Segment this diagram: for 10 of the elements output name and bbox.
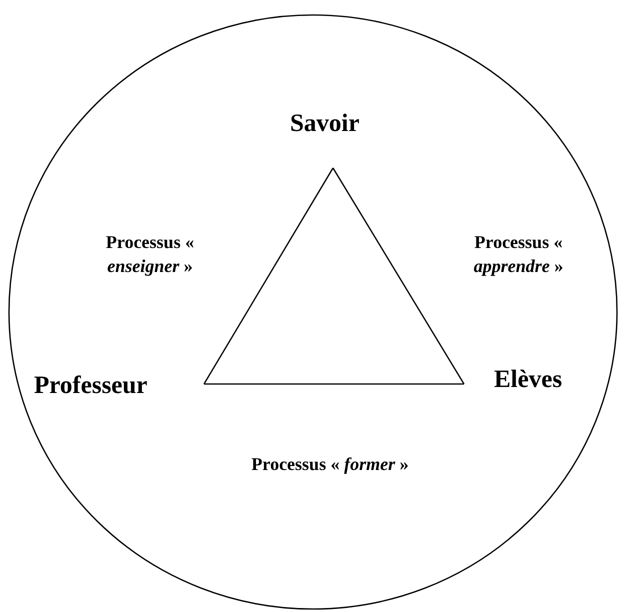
edge-label: Processus « apprendre »	[472, 231, 564, 278]
triangle-side	[203, 168, 334, 384]
vertex-label: Professeur	[34, 372, 148, 400]
vertex-label: Elèves	[494, 366, 562, 394]
circle-outline	[8, 14, 618, 610]
triangle-side	[332, 168, 465, 384]
vertex-label: Savoir	[290, 110, 360, 138]
edge-label: Processus « enseigner »	[104, 231, 196, 278]
edge-label: Processus « former »	[250, 453, 410, 476]
triangle-side	[204, 383, 464, 385]
